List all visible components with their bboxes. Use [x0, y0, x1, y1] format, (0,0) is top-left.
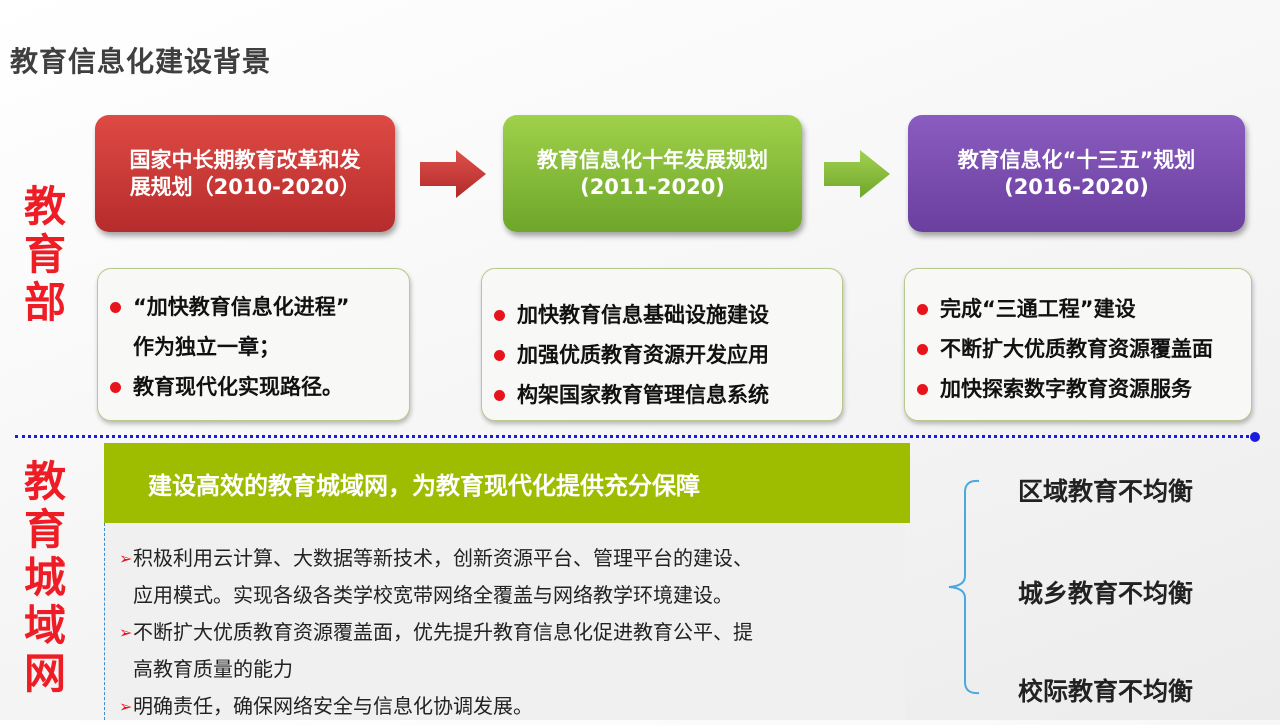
- bullet-icon: [110, 382, 121, 393]
- item-text: 应用模式。实现各级各类学校宽带网络全覆盖与网络教学环境建设。: [133, 583, 733, 607]
- section-divider: [15, 435, 1255, 438]
- item-text: 构架国家教育管理信息系统: [517, 383, 769, 407]
- imbalance-item: 校际教育不均衡: [1018, 677, 1194, 706]
- list-item: 加快教育信息基础设施建设: [492, 295, 832, 335]
- item-text: “加快教育信息化进程”: [133, 295, 350, 319]
- bullet-icon: [917, 304, 928, 315]
- label-char: 教: [23, 182, 66, 231]
- plan-title: 国家中长期教育改革和发: [129, 147, 361, 172]
- arrow-bullet-icon: ➢: [119, 549, 133, 568]
- item-text: 不断扩大优质教育资源覆盖面，优先提升教育信息化促进教育公平、提: [133, 620, 753, 644]
- label-char: 域: [23, 601, 66, 650]
- arrow-bullet-icon: ➢: [119, 623, 133, 642]
- label-char: 育: [23, 505, 66, 554]
- item-text: 加快教育信息基础设施建设: [517, 303, 769, 327]
- bullet-icon: [494, 350, 505, 361]
- bullet-icon: [494, 390, 505, 401]
- slide-title: 教育信息化建设背景: [10, 45, 272, 78]
- item-text: 明确责任，确保网络安全与信息化协调发展。: [133, 694, 533, 718]
- banner-text: 建设高效的教育城域网，为教育现代化提供充分保障: [148, 471, 700, 500]
- divider-end-dot: [1250, 432, 1260, 442]
- item-text: 加快探索数字教育资源服务: [940, 377, 1192, 401]
- list-item: ➢明确责任，确保网络安全与信息化协调发展。: [119, 688, 905, 725]
- item-text: 加强优质教育资源开发应用: [517, 343, 769, 367]
- list-item: “加快教育信息化进程”: [108, 287, 399, 327]
- item-text: 不断扩大优质教育资源覆盖面: [940, 337, 1213, 361]
- plan-points-card: 加快教育信息基础设施建设 加强优质教育资源开发应用 构架国家教育管理信息系统: [481, 268, 843, 421]
- label-char: 城: [23, 553, 66, 602]
- bullet-icon: [110, 302, 121, 313]
- bullet-icon: [494, 310, 505, 321]
- plan-box-national: 国家中长期教育改革和发 展规划（2010-2020）: [95, 115, 395, 232]
- list-item: ➢不断扩大优质教育资源覆盖面，优先提升教育信息化促进教育公平、提: [119, 614, 905, 651]
- list-item-continued: 作为独立一章；: [108, 327, 399, 367]
- curly-brace-icon: [948, 479, 980, 695]
- bullet-icon: [917, 384, 928, 395]
- label-char: 育: [23, 230, 66, 279]
- plan-period: 展规划（2010-2020）: [129, 174, 361, 199]
- item-text: 作为独立一章；: [133, 335, 280, 359]
- list-item: 构架国家教育管理信息系统: [492, 375, 832, 415]
- list-item-continued: 应用模式。实现各级各类学校宽带网络全覆盖与网络教学环境建设。: [119, 577, 905, 614]
- bullet-icon: [917, 344, 928, 355]
- list-item: ➢积极利用云计算、大数据等新技术，创新资源平台、管理平台的建设、: [119, 540, 905, 577]
- label-char: 部: [23, 278, 66, 327]
- plan-title: 教育信息化十年发展规划: [537, 147, 768, 172]
- list-item: 教育现代化实现路径。: [108, 367, 399, 407]
- plan-points-card: “加快教育信息化进程” 作为独立一章； 教育现代化实现路径。: [97, 268, 410, 421]
- arrow-right-icon: [420, 150, 486, 198]
- arrow-right-icon: [824, 150, 890, 198]
- plan-points-card: 完成“三通工程”建设 不断扩大优质教育资源覆盖面 加快探索数字教育资源服务: [904, 268, 1252, 421]
- item-text: 高教育质量的能力: [133, 657, 293, 681]
- list-item: 完成“三通工程”建设: [915, 289, 1241, 329]
- arrow-bullet-icon: ➢: [119, 697, 133, 716]
- label-char: 网: [23, 649, 66, 698]
- plan-box-ten-year: 教育信息化十年发展规划 (2011-2020): [503, 115, 802, 232]
- section-label-metro-network: 教 育 城 域 网: [18, 458, 72, 698]
- plan-period: (2016-2020): [1004, 174, 1149, 199]
- item-text: 教育现代化实现路径。: [133, 375, 343, 399]
- label-char: 教: [23, 457, 66, 506]
- item-text: 积极利用云计算、大数据等新技术，创新资源平台、管理平台的建设、: [133, 546, 753, 570]
- item-text: 完成“三通工程”建设: [940, 297, 1136, 321]
- network-banner: 建设高效的教育城域网，为教育现代化提供充分保障: [104, 443, 910, 523]
- list-item: 加快探索数字教育资源服务: [915, 369, 1241, 409]
- imbalance-item: 区域教育不均衡: [1018, 477, 1194, 506]
- imbalance-item: 城乡教育不均衡: [1018, 579, 1194, 608]
- section-label-ministry: 教 育 部: [18, 183, 72, 327]
- list-item: 不断扩大优质教育资源覆盖面: [915, 329, 1241, 369]
- plan-box-13th-five-year: 教育信息化“十三五”规划 (2016-2020): [908, 115, 1245, 232]
- list-item-continued: 高教育质量的能力: [119, 651, 905, 688]
- plan-period: (2011-2020): [580, 174, 725, 199]
- list-item: 加强优质教育资源开发应用: [492, 335, 832, 375]
- plan-title: 教育信息化“十三五”规划: [957, 147, 1196, 172]
- network-points: ➢积极利用云计算、大数据等新技术，创新资源平台、管理平台的建设、 应用模式。实现…: [104, 523, 905, 720]
